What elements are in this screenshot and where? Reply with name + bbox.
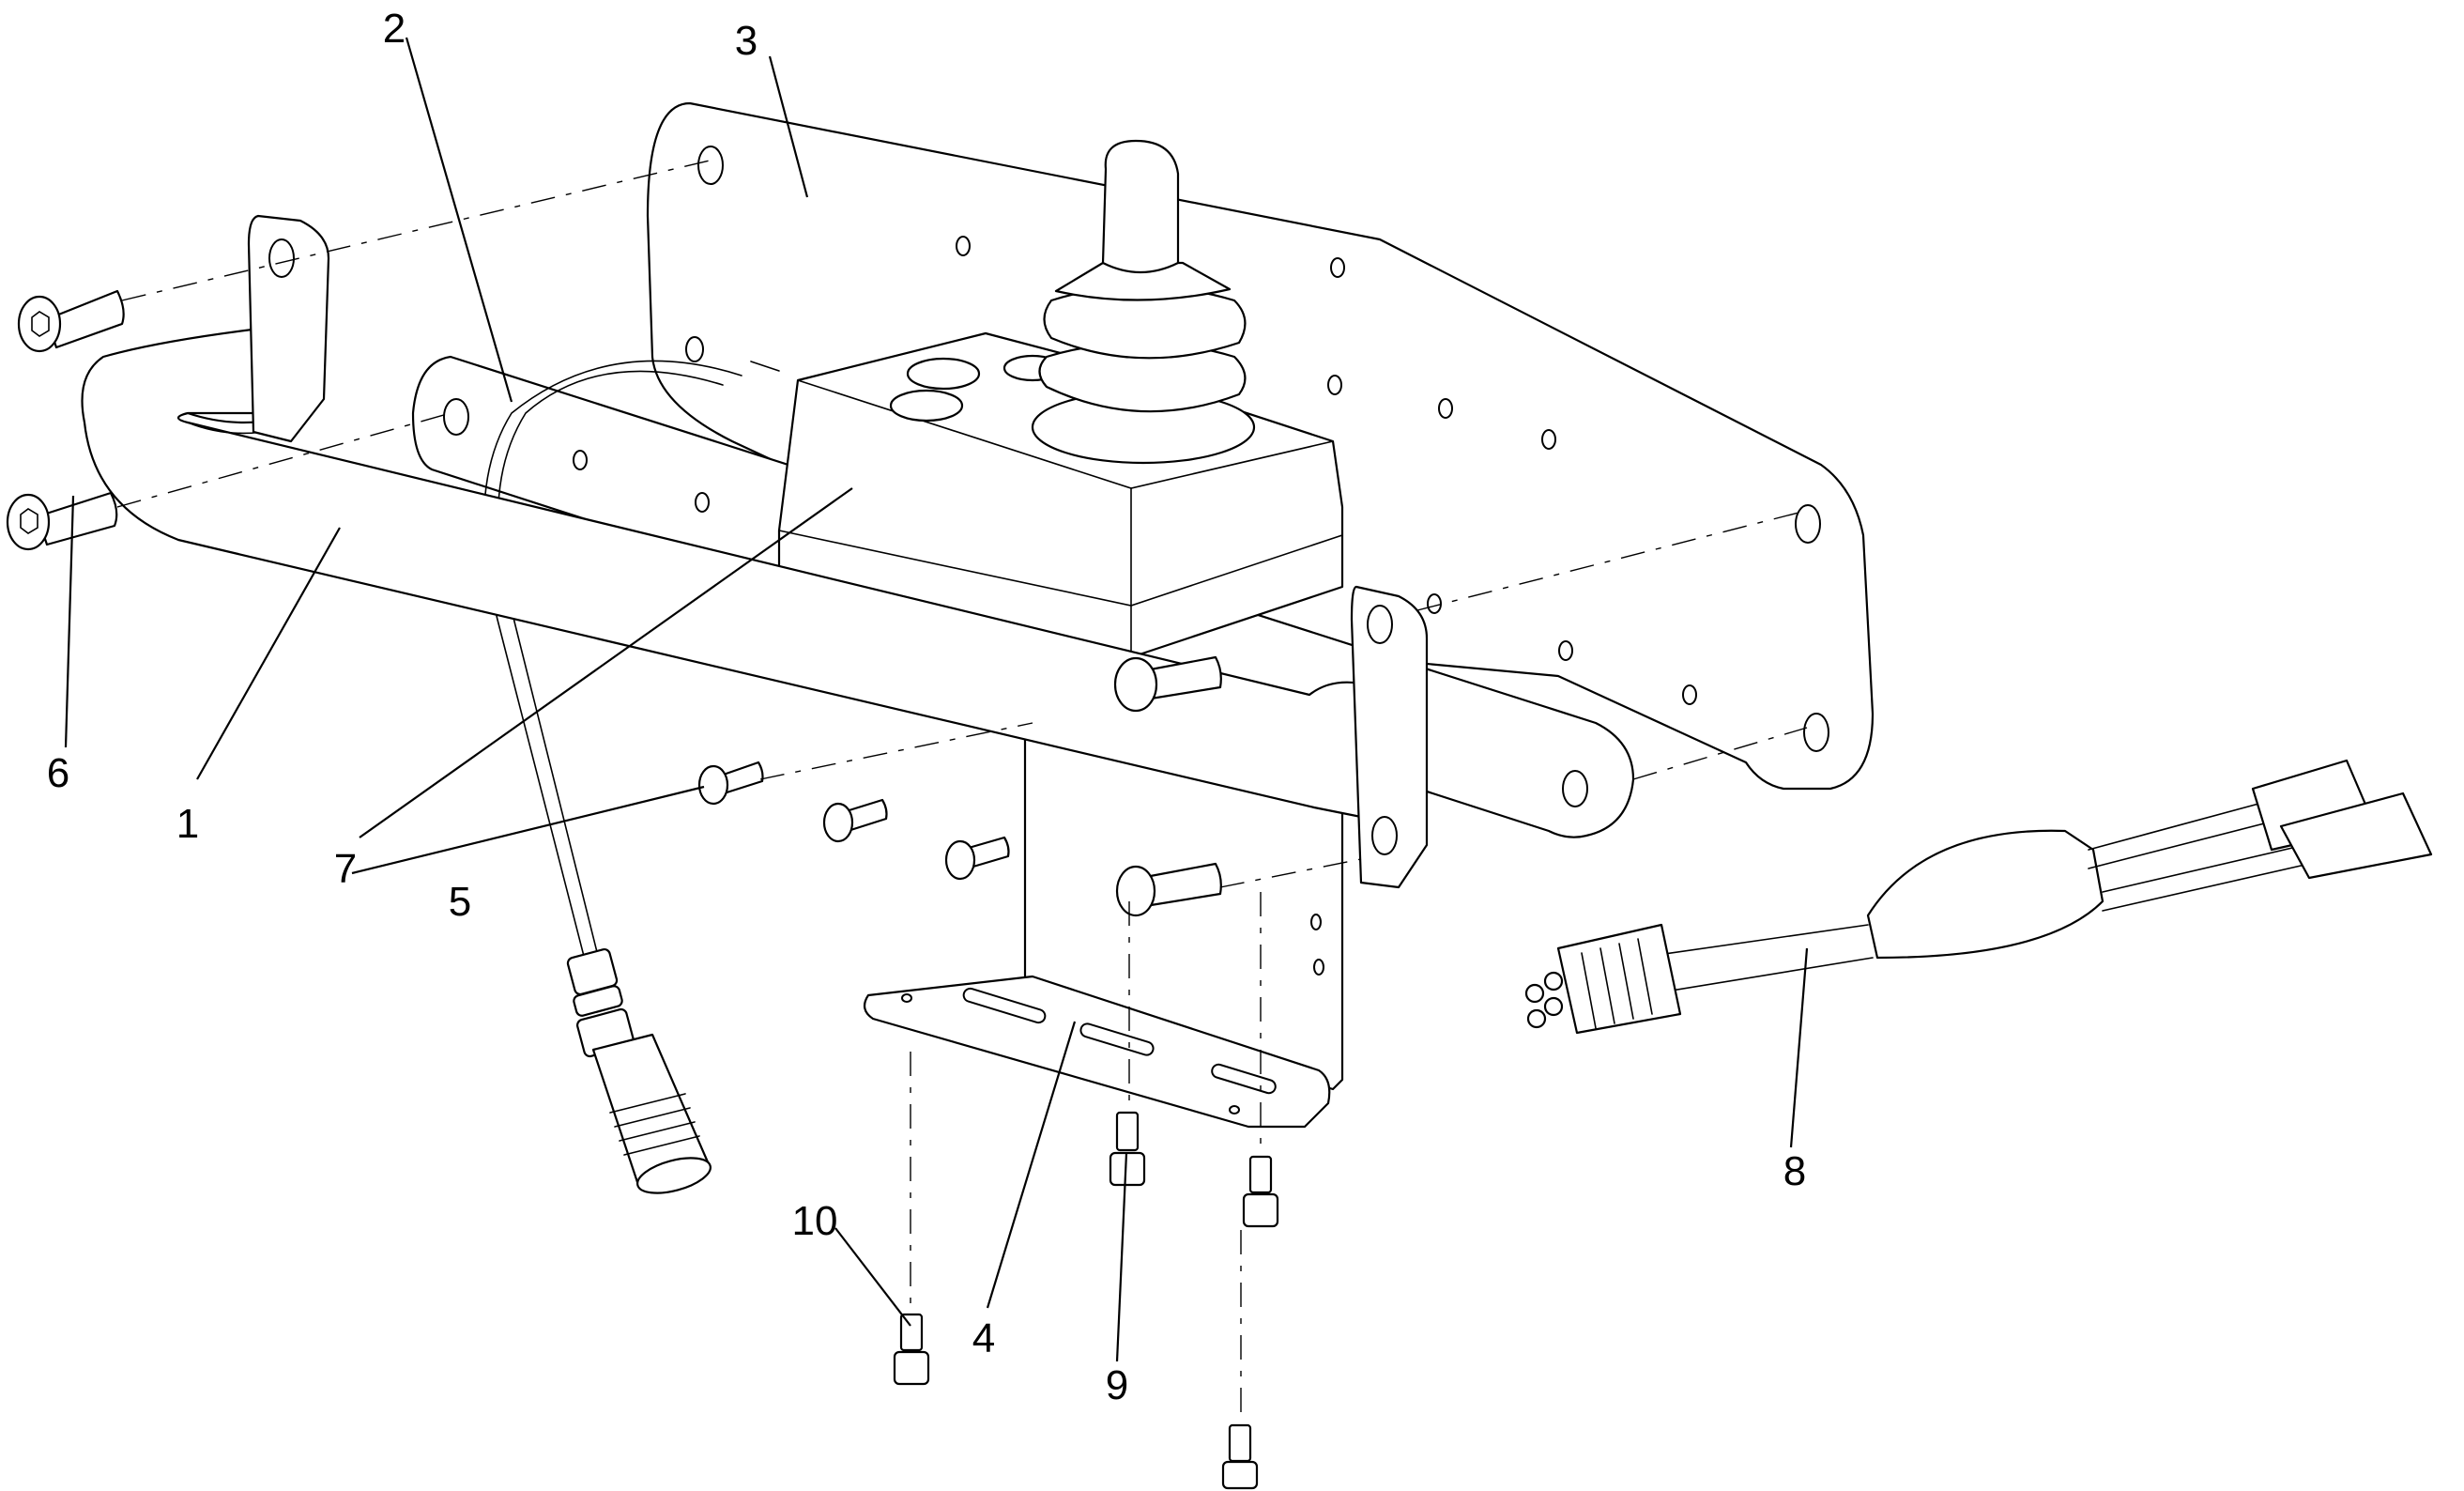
bracket-screws <box>697 655 1222 917</box>
callout-10: 10 <box>792 1198 838 1244</box>
leader-lines <box>64 37 1809 1362</box>
joystick-control-box <box>750 139 1344 659</box>
callout-6: 6 <box>47 750 69 796</box>
bottom-bolts <box>893 1111 1279 1490</box>
callout-5: 5 <box>449 879 471 925</box>
callout-7: 7 <box>334 846 357 892</box>
callout-numbers: 1 2 3 4 5 6 7 8 9 10 <box>47 6 1806 1408</box>
y-cable <box>1524 759 2433 1035</box>
tubular-handle-bar <box>81 214 1429 889</box>
callout-3: 3 <box>735 18 758 64</box>
mounting-screw-upper <box>17 289 125 353</box>
assembly-axes <box>116 159 1808 1422</box>
callout-2: 2 <box>383 6 406 52</box>
callout-1: 1 <box>176 801 199 847</box>
callout-8: 8 <box>1783 1148 1806 1194</box>
mounting-screw-lower <box>6 491 118 551</box>
callout-9: 9 <box>1106 1362 1128 1408</box>
callout-4: 4 <box>972 1315 995 1361</box>
